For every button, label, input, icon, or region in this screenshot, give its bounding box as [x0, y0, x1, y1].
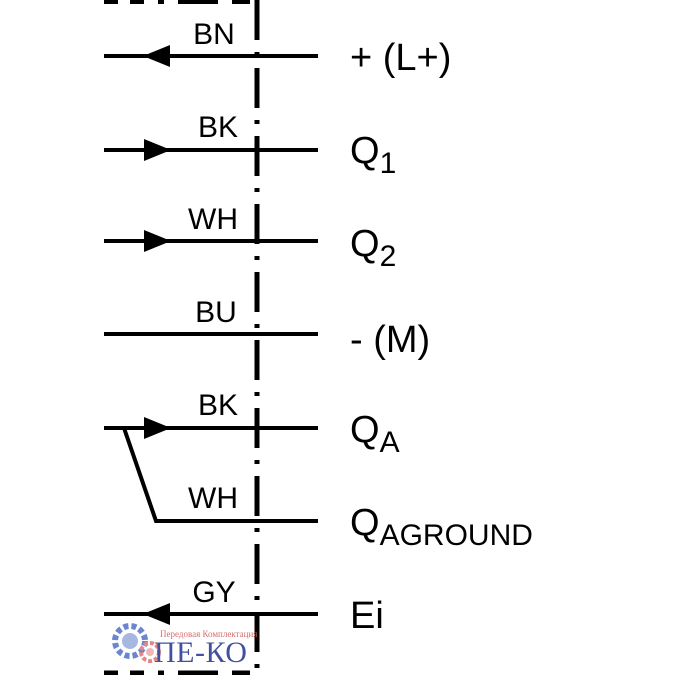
watermark-logo: Передовая Комплектация ПЕ-КО [112, 623, 257, 669]
terminal-label: QA [350, 409, 400, 459]
wire-code: WH [188, 203, 238, 236]
wire-code: BK [198, 389, 238, 422]
wire-code: BN [193, 18, 235, 51]
terminal-label: + (L+) [350, 37, 451, 79]
arrow-out-icon [144, 230, 171, 252]
arrow-out-icon [144, 417, 171, 439]
terminal-label: Q1 [350, 130, 396, 180]
watermark-tagline: Передовая Комплектация [160, 629, 257, 639]
gear-icon [112, 623, 161, 663]
wire-code: GY [192, 576, 235, 609]
connection-row: BK QA [104, 389, 400, 459]
arrow-in-icon [143, 45, 170, 67]
wire-code: BK [198, 111, 238, 144]
arrow-in-icon [143, 603, 170, 625]
terminal-label: - (M) [350, 319, 430, 361]
terminal-label: QAGROUND [350, 502, 533, 552]
wire-code: BU [195, 296, 237, 329]
connection-row: BN + (L+) [104, 18, 451, 79]
terminal-label: Q2 [350, 223, 396, 273]
terminal-label: Ei [350, 595, 384, 637]
wire-code: WH [188, 482, 238, 515]
connection-row: WH QAGROUND [188, 482, 533, 552]
watermark-brand: ПЕ-КО [154, 636, 247, 669]
branch-wire [122, 427, 318, 523]
connection-row: WH Q2 [104, 203, 396, 273]
arrow-out-icon [144, 139, 171, 161]
connection-row: BU - (M) [104, 296, 430, 361]
connection-row: GY Ei [104, 576, 384, 637]
connection-row: BK Q1 [104, 111, 396, 180]
